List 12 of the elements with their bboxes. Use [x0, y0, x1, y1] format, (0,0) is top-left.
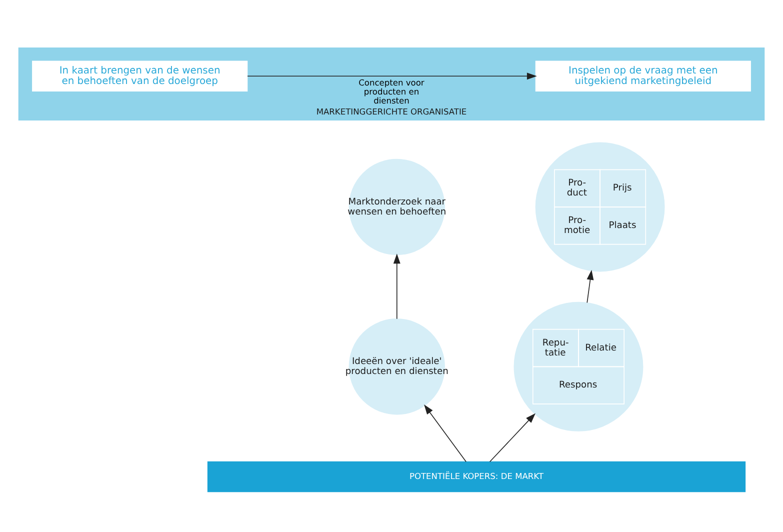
edge-label: Concepten voor producten en diensten [358, 76, 424, 106]
node-box: Inspelen op de vraag met een uitgekiend marketingbeleid [535, 60, 751, 91]
node-circle: Repu- tatie Relatie Respons [514, 301, 644, 431]
arrow [424, 404, 466, 462]
node-box: In kaart brengen van de wensen en behoeften van de doelgroep [32, 60, 248, 91]
node-box: POTENTIËLE KOPERS: DE MARKT [207, 460, 746, 492]
node-circle: Pro- duct Prijs Pro- motie Plaats [535, 142, 665, 272]
arrow [489, 412, 536, 462]
node-circle: Marktonderzoek naar wensen en behoeften [348, 158, 445, 255]
arrow [586, 269, 594, 303]
arrow [393, 253, 400, 319]
arrow [247, 72, 537, 80]
